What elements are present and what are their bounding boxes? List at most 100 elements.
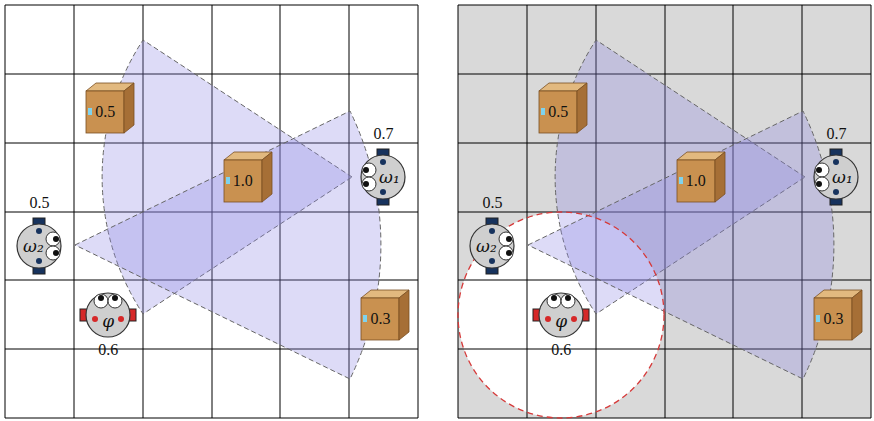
crate-box: 0.3 bbox=[808, 288, 864, 342]
crate-tag bbox=[541, 108, 545, 115]
robot: ω₂0.5 bbox=[462, 216, 522, 276]
robot-pupil bbox=[506, 250, 512, 256]
crate-box: 1.0 bbox=[218, 150, 274, 204]
robot-eye bbox=[815, 177, 829, 191]
robot-dot bbox=[118, 316, 124, 322]
sensing-range-outline bbox=[458, 212, 664, 418]
crate-value: 1.0 bbox=[224, 172, 262, 190]
view-cone bbox=[75, 111, 381, 379]
robot-dot bbox=[92, 316, 98, 322]
robot-body bbox=[86, 293, 130, 337]
agent-symbol: φ bbox=[549, 311, 573, 331]
robot-eye bbox=[94, 294, 108, 308]
crate-value: 0.5 bbox=[86, 103, 124, 121]
robot-dot bbox=[489, 228, 495, 234]
crate-side bbox=[262, 152, 272, 202]
crate-front bbox=[677, 160, 715, 202]
robot: ω₁0.7 bbox=[806, 147, 866, 207]
unobserved-region bbox=[458, 5, 871, 418]
grid-lines bbox=[458, 5, 871, 418]
robot-pupil bbox=[53, 250, 59, 256]
robot-eye bbox=[499, 246, 513, 260]
robot-pupil bbox=[363, 181, 369, 187]
robot-body bbox=[361, 155, 405, 199]
crate-box: 1.0 bbox=[671, 150, 727, 204]
crate-front bbox=[814, 298, 852, 340]
robot-dot bbox=[833, 189, 839, 195]
robot-pupil bbox=[112, 295, 118, 301]
right-panel bbox=[458, 5, 871, 418]
crate-box: 0.3 bbox=[355, 288, 411, 342]
robot: ω₁0.7 bbox=[353, 147, 413, 207]
robot-eye bbox=[362, 177, 376, 191]
robot-eye bbox=[815, 163, 829, 177]
robot-eye bbox=[46, 232, 60, 246]
robot: ω₂0.5 bbox=[9, 216, 69, 276]
robot-body bbox=[17, 224, 61, 268]
agent-value: 0.7 bbox=[353, 125, 413, 143]
crate-tag bbox=[816, 315, 820, 322]
view-cone bbox=[528, 111, 834, 379]
robot-eye bbox=[547, 294, 561, 308]
crate-tag bbox=[226, 177, 230, 184]
robot-dot bbox=[489, 258, 495, 264]
crate-side bbox=[577, 83, 587, 133]
robot-eye bbox=[108, 294, 122, 308]
left-panel bbox=[5, 5, 418, 418]
robot-body bbox=[539, 293, 583, 337]
robot-pupil bbox=[816, 181, 822, 187]
robot-dot bbox=[36, 228, 42, 234]
grid-lines bbox=[5, 5, 418, 418]
robot-pupil bbox=[816, 167, 822, 173]
robot-body bbox=[814, 155, 858, 199]
robot-eye bbox=[46, 246, 60, 260]
agent-symbol: ω₁ bbox=[830, 167, 854, 187]
robot-pupil bbox=[506, 236, 512, 242]
robot-eye bbox=[561, 294, 575, 308]
robot: φ0.6 bbox=[531, 285, 591, 345]
crate-tag bbox=[88, 108, 92, 115]
robot-pupil bbox=[53, 236, 59, 242]
crate-side bbox=[124, 83, 134, 133]
crate-value: 0.3 bbox=[361, 310, 399, 328]
robot: φ0.6 bbox=[78, 285, 138, 345]
robot-pupil bbox=[98, 295, 104, 301]
crate-front bbox=[86, 91, 124, 133]
robot-eye bbox=[499, 232, 513, 246]
agent-symbol: ω₂ bbox=[21, 236, 45, 256]
crate-box: 0.5 bbox=[533, 81, 589, 135]
crate-front bbox=[539, 91, 577, 133]
agent-symbol: φ bbox=[96, 311, 120, 331]
agent-value: 0.5 bbox=[462, 194, 522, 212]
robot-dot bbox=[571, 316, 577, 322]
agent-symbol: ω₂ bbox=[474, 236, 498, 256]
agent-symbol: ω₁ bbox=[377, 167, 401, 187]
robot-dot bbox=[380, 159, 386, 165]
crate-front bbox=[224, 160, 262, 202]
robot-dot bbox=[380, 189, 386, 195]
robot-dot bbox=[833, 159, 839, 165]
crate-value: 1.0 bbox=[677, 172, 715, 190]
crate-tag bbox=[679, 177, 683, 184]
crate-tag bbox=[363, 315, 367, 322]
robot-dot bbox=[36, 258, 42, 264]
robot-dot bbox=[545, 316, 551, 322]
agent-value: 0.7 bbox=[806, 125, 866, 143]
crate-side bbox=[399, 290, 409, 340]
agent-value: 0.6 bbox=[78, 341, 138, 359]
robot-pupil bbox=[551, 295, 557, 301]
crate-side bbox=[715, 152, 725, 202]
robot-pupil bbox=[565, 295, 571, 301]
robot-eye bbox=[362, 163, 376, 177]
crate-side bbox=[852, 290, 862, 340]
agent-value: 0.6 bbox=[531, 341, 591, 359]
crate-front bbox=[361, 298, 399, 340]
crate-value: 0.5 bbox=[539, 103, 577, 121]
robot-pupil bbox=[363, 167, 369, 173]
crate-value: 0.3 bbox=[814, 310, 852, 328]
crate-box: 0.5 bbox=[80, 81, 136, 135]
robot-body bbox=[470, 224, 514, 268]
agent-value: 0.5 bbox=[9, 194, 69, 212]
